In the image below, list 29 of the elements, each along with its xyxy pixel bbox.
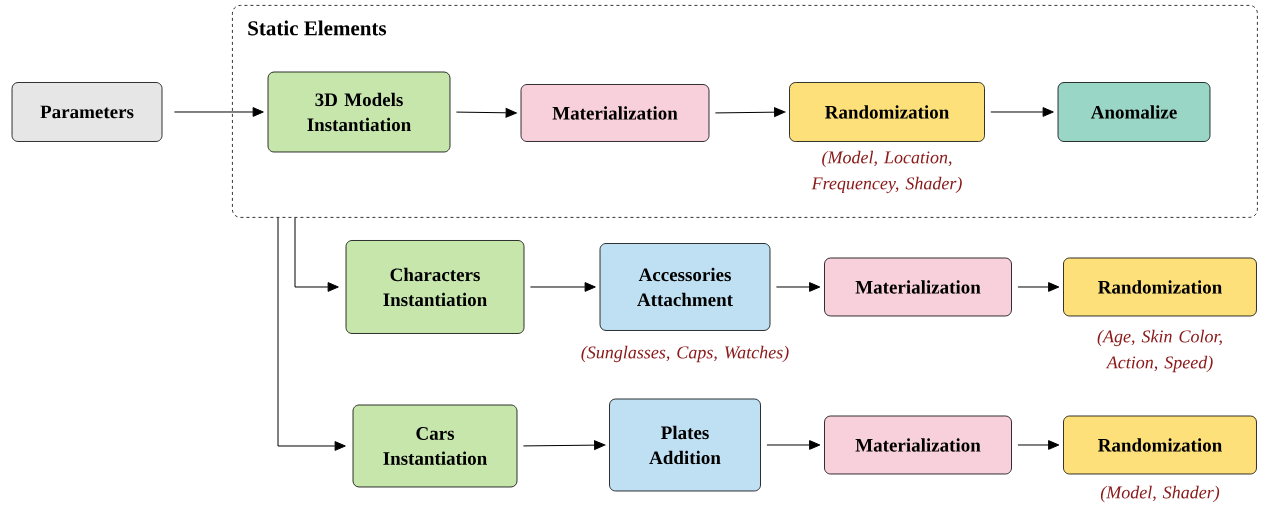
arrow: [294, 217, 339, 292]
annotation-text: (Model, Location, Frequencey, Shader): [811, 150, 962, 194]
arrow: [529, 282, 596, 292]
arrow: [1017, 440, 1060, 450]
process-box: Materialization: [520, 84, 710, 142]
annotation-text: (Sunglasses, Caps, Watches): [581, 345, 789, 363]
arrow: [1017, 282, 1060, 292]
process-box: Cars Instantiation: [352, 404, 518, 488]
arrow: [173, 107, 264, 117]
process-box: Materialization: [824, 415, 1012, 475]
process-box: Anomalize: [1057, 82, 1211, 142]
arrow: [277, 217, 346, 451]
process-box: Accessories Attachment: [599, 243, 771, 331]
annotation-text: (Age, Skin Color, Action, Speed): [1097, 329, 1222, 373]
process-box: 3D Models Instantiation: [267, 71, 451, 153]
arrow: [522, 440, 606, 451]
process-box: Randomization: [1063, 415, 1257, 475]
arrow: [455, 107, 517, 118]
process-box: Randomization: [1063, 257, 1257, 317]
process-box: Parameters: [11, 82, 163, 142]
process-box: Characters Instantiation: [345, 240, 525, 334]
arrow: [766, 440, 821, 450]
process-box: Randomization: [789, 82, 985, 142]
arrow: [714, 107, 786, 118]
process-box: Plates Addition: [609, 398, 761, 492]
arrow: [990, 107, 1054, 117]
arrow: [775, 282, 821, 292]
annotation-text: (Model, Shader): [1100, 485, 1220, 503]
process-box: Materialization: [824, 257, 1012, 317]
